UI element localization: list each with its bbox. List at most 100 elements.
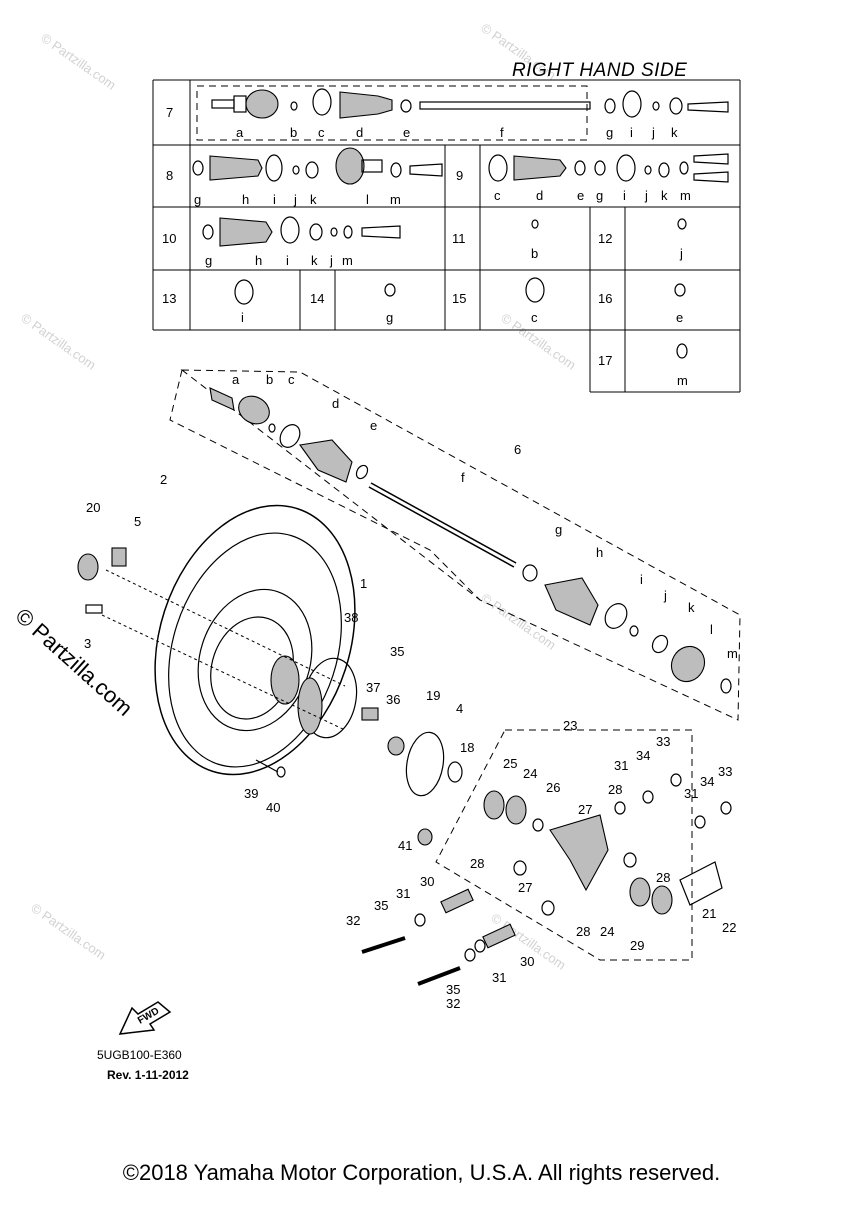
- callout-label: f: [461, 470, 465, 485]
- callout-label: e: [403, 125, 410, 140]
- callout-label: k: [311, 253, 318, 268]
- callout-label: 27: [578, 802, 592, 817]
- single-parts: [234, 218, 688, 359]
- callout-label: 29: [630, 938, 644, 953]
- callout-label: 6: [514, 442, 521, 457]
- table-row-label: 17: [598, 353, 612, 368]
- callout-label: l: [710, 622, 713, 637]
- callout-label: 35: [446, 982, 460, 997]
- callout-label: j: [679, 246, 683, 261]
- callout-label: 36: [386, 692, 400, 707]
- callout-label: j: [329, 253, 333, 268]
- callout-label: d: [356, 125, 363, 140]
- watermark: © Partzilla.com: [18, 310, 98, 373]
- callout-label: m: [677, 373, 688, 388]
- callout-label: g: [386, 310, 393, 325]
- callout-label: g: [205, 253, 212, 268]
- callout-label: 33: [656, 734, 670, 749]
- revision-date: Rev. 1-11-2012: [107, 1068, 189, 1082]
- table-row-label: 10: [162, 231, 176, 246]
- callout-label: k: [661, 188, 668, 203]
- callout-label: 5: [134, 514, 141, 529]
- callout-label: 39: [244, 786, 258, 801]
- callout-label: j: [651, 125, 655, 140]
- callout-label: m: [342, 253, 353, 268]
- callout-label: b: [290, 125, 297, 140]
- callout-label: k: [671, 125, 678, 140]
- fwd-label: FWD: [136, 1006, 161, 1027]
- callout-label: i: [623, 188, 626, 203]
- callout-label: l: [366, 192, 369, 207]
- diagram-code: 5UGB100-E360: [97, 1048, 182, 1062]
- callout-label: e: [370, 418, 377, 433]
- callout-label: 32: [346, 913, 360, 928]
- row8-parts: [192, 147, 443, 185]
- callout-label: 27: [518, 880, 532, 895]
- callout-label: d: [332, 396, 339, 411]
- callout-label: 28: [576, 924, 590, 939]
- callout-label: 31: [684, 786, 698, 801]
- callout-label: 28: [656, 870, 670, 885]
- callout-label: a: [232, 372, 240, 387]
- row7-letters: a b c d e f g i j k: [236, 125, 678, 140]
- row7-parts: [211, 88, 729, 119]
- callout-label: h: [255, 253, 262, 268]
- callout-label: 24: [523, 766, 537, 781]
- callout-label: f: [500, 125, 504, 140]
- callout-label: 22: [722, 920, 736, 935]
- callout-label: 2: [160, 472, 167, 487]
- callout-label: c: [494, 188, 501, 203]
- page-title: RIGHT HAND SIDE: [512, 60, 688, 81]
- callout-label: 20: [86, 500, 100, 515]
- callout-label: j: [663, 588, 667, 603]
- callout-label: 31: [396, 886, 410, 901]
- table-row-label: 16: [598, 291, 612, 306]
- callout-label: 1: [360, 576, 367, 591]
- callout-label: c: [318, 125, 325, 140]
- callout-label: i: [286, 253, 289, 268]
- callout-label: 25: [503, 756, 517, 771]
- callout-label: g: [555, 522, 562, 537]
- watermark: © Partzilla.com: [498, 310, 578, 373]
- callout-label: i: [630, 125, 633, 140]
- callout-label: 30: [520, 954, 534, 969]
- callout-label: j: [293, 192, 297, 207]
- table-row-label: 13: [162, 291, 176, 306]
- row9-letters: c d e g i j k m: [494, 188, 691, 203]
- watermark: © Partzilla.com: [478, 590, 558, 653]
- callout-label: 37: [366, 680, 380, 695]
- copyright-notice: ©2018 Yamaha Motor Corporation, U.S.A. A…: [122, 1160, 721, 1185]
- callout-label: k: [688, 600, 695, 615]
- callout-label: c: [531, 310, 538, 325]
- callout-label: 26: [546, 780, 560, 795]
- callout-label: g: [194, 192, 201, 207]
- callout-label: j: [644, 188, 648, 203]
- callout-label: e: [577, 188, 584, 203]
- wheel-assembly: [77, 504, 463, 846]
- row10-parts: [202, 216, 401, 247]
- callout-label: c: [288, 372, 295, 387]
- callout-label: 18: [460, 740, 474, 755]
- watermark-large: © Partzilla.com: [11, 603, 138, 721]
- table-row-label: 8: [166, 168, 173, 183]
- callout-label: 30: [420, 874, 434, 889]
- table-row-label: 15: [452, 291, 466, 306]
- callout-label: 19: [426, 688, 440, 703]
- callout-label: 28: [470, 856, 484, 871]
- callout-label: b: [266, 372, 273, 387]
- row8-letters: g h i j k l m: [194, 192, 401, 207]
- fwd-arrow: FWD: [118, 1001, 172, 1035]
- callout-label: e: [676, 310, 683, 325]
- callout-label: 31: [614, 758, 628, 773]
- callout-label: 31: [492, 970, 506, 985]
- callout-label: 34: [636, 748, 650, 763]
- table-row-label: 14: [310, 291, 324, 306]
- table-row-label: 12: [598, 231, 612, 246]
- single-letters: b j i g c e m: [241, 246, 688, 388]
- callout-label: 28: [608, 782, 622, 797]
- watermarks: © Partzilla.com © Partzilla.com © Partzi…: [18, 20, 578, 973]
- table-row-label: 9: [456, 168, 463, 183]
- callout-label: i: [640, 572, 643, 587]
- callout-label: 38: [344, 610, 358, 625]
